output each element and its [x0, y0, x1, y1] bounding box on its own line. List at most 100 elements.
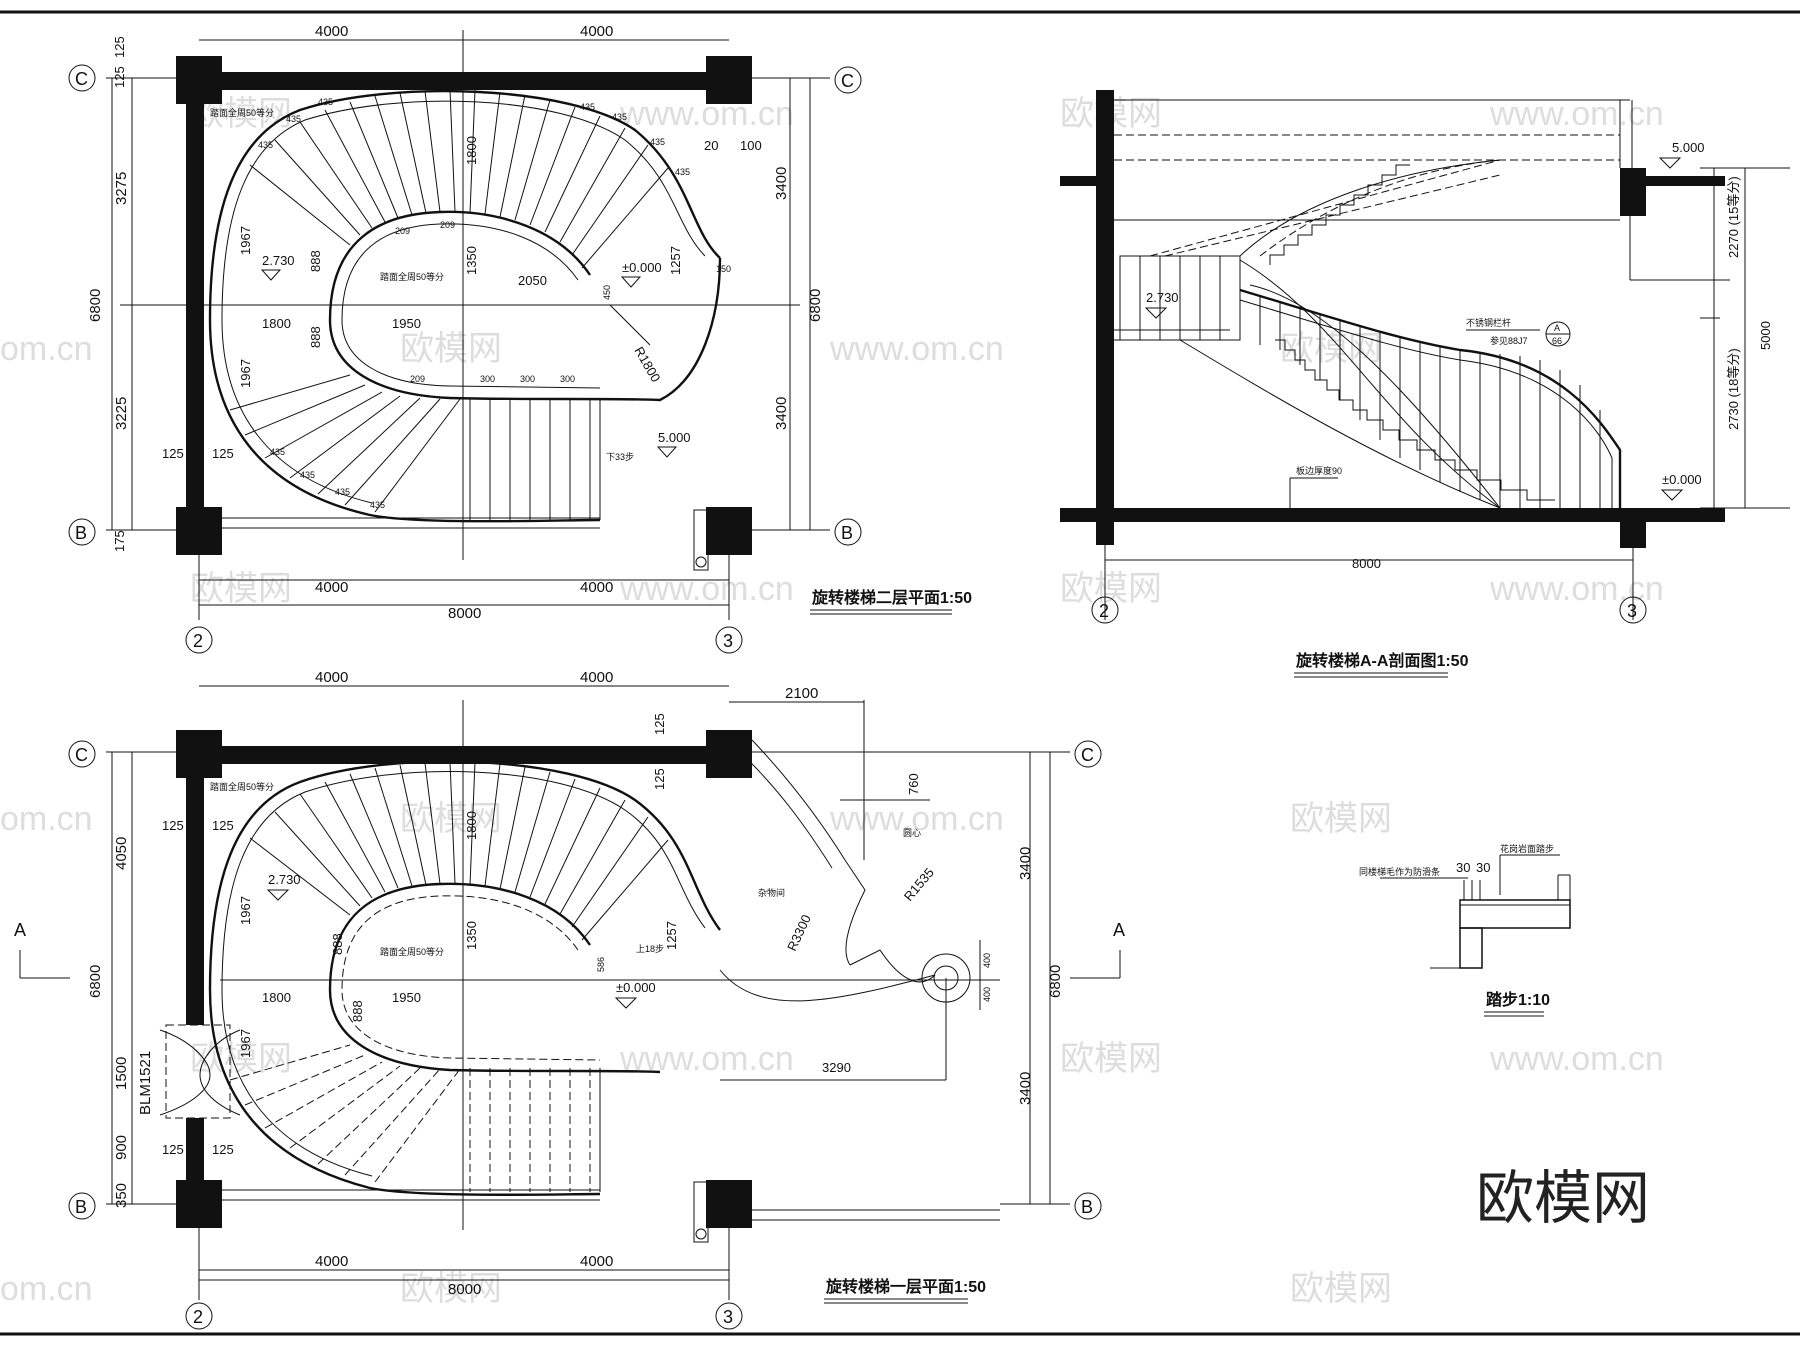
- straight-treads: [469, 398, 601, 520]
- grid-label-2: 2: [193, 1307, 203, 1327]
- grid-label-3: 3: [1627, 601, 1637, 621]
- grid-label-b: B: [75, 1197, 87, 1217]
- dim-text: 888: [330, 933, 345, 955]
- ghost-mark: om.cn: [0, 1270, 93, 1308]
- ghost-mark: www.om.cn: [619, 570, 794, 608]
- tread-label: 300: [560, 374, 575, 384]
- dim-text: 8000: [1352, 556, 1381, 571]
- straight-treads: [469, 1068, 601, 1192]
- section-left-wall: [1096, 90, 1114, 545]
- column-b2: [176, 507, 222, 555]
- dim-text: 6800: [87, 965, 104, 998]
- spiral-treads: [229, 89, 669, 513]
- dim-text: 4000: [315, 23, 348, 40]
- dim-text: 4050: [113, 837, 130, 870]
- dim-text: 30: [1456, 860, 1470, 875]
- section-mark-a: A: [1113, 920, 1125, 940]
- grid-label-2: 2: [1099, 601, 1109, 621]
- grid-label-b: B: [841, 523, 853, 543]
- section-right-column-bottom: [1620, 508, 1646, 548]
- tread-label: 435: [612, 112, 627, 122]
- note-inner-division: 踏面全周50等分: [380, 271, 444, 282]
- note-circle-center: 圆心: [903, 828, 921, 838]
- dim-text: 125: [212, 1142, 234, 1157]
- dim-text: 2050: [518, 273, 547, 288]
- ghost-mark: om.cn: [0, 330, 93, 368]
- tread-label: 435: [650, 137, 665, 147]
- grid-label-3: 3: [723, 1307, 733, 1327]
- dim-text: 8000: [448, 1281, 481, 1298]
- lower-flight-steps: [1275, 339, 1555, 501]
- dim-text: 125: [112, 36, 127, 58]
- dim-text: 20: [704, 138, 718, 153]
- dim-text: 1800: [262, 316, 291, 331]
- dim-text: 4000: [580, 579, 613, 596]
- wall-left: [186, 80, 204, 535]
- ghost-mark: 欧模网: [1060, 1040, 1162, 1078]
- ghost-mark: www.om.cn: [1489, 1040, 1664, 1078]
- note-outer-division: 踏面全周50等分: [210, 781, 274, 792]
- ghost-mark: 欧模网: [400, 1270, 502, 1308]
- dim-text: 1800: [262, 990, 291, 1005]
- column-b2: [176, 1180, 222, 1228]
- dim-text: 4000: [315, 1253, 348, 1270]
- note-up-steps: 上18步: [636, 944, 664, 954]
- grid-label-3: 3: [723, 631, 733, 651]
- dim-text: 30: [1476, 860, 1490, 875]
- dim-text: 450: [602, 285, 612, 300]
- level-upper: 2.730: [262, 253, 295, 268]
- column-c2: [176, 730, 222, 778]
- tread-label: 435: [580, 102, 595, 112]
- dim-text: 1257: [668, 246, 683, 275]
- tread-label: 435: [675, 167, 690, 177]
- section-note-rail: 不锈钢栏杆: [1466, 317, 1511, 328]
- note-down-steps: 下33步: [606, 452, 634, 462]
- dim-text: 6800: [807, 289, 824, 322]
- dim-text: 1500: [113, 1057, 130, 1090]
- dim-text: 4000: [315, 579, 348, 596]
- note-outer-division: 踏面全周50等分: [210, 107, 274, 118]
- dim-text: 6800: [1047, 965, 1064, 998]
- dim-text: 4000: [580, 1253, 613, 1270]
- dim-text: 350: [113, 1183, 130, 1208]
- ghost-mark: om.cn: [0, 800, 93, 838]
- dim-text: 1800: [464, 136, 479, 165]
- grid-label-c: C: [1081, 745, 1094, 765]
- dim-text: 3400: [773, 397, 790, 430]
- tread-label: 300: [520, 374, 535, 384]
- dim-text: 125: [162, 446, 184, 461]
- grid-label-c: C: [841, 71, 854, 91]
- outer-railing: [208, 760, 721, 1196]
- section-upper-slab: [1060, 176, 1100, 186]
- grid-label-2: 2: [193, 631, 203, 651]
- wall-left-upper: [186, 760, 204, 1025]
- tread-label: 435: [300, 470, 315, 480]
- dim-text: 888: [308, 326, 323, 348]
- dim-text: 1967: [238, 896, 253, 925]
- grid-label-c: C: [75, 69, 88, 89]
- tread-label: 435: [270, 447, 285, 457]
- grid-label-c: C: [75, 745, 88, 765]
- door-label: BLM1521: [137, 1051, 154, 1115]
- inner-railing: [328, 210, 722, 402]
- dim-text: 888: [308, 250, 323, 272]
- ghost-mark: 欧模网: [1280, 330, 1382, 368]
- level-zero: ±0.000: [616, 980, 656, 995]
- tread-label: 435: [335, 487, 350, 497]
- section-right-column: [1620, 168, 1646, 216]
- outer-railing: [208, 89, 721, 523]
- dim-text: 4000: [315, 669, 348, 686]
- note-storage: 杂物间: [758, 887, 785, 898]
- dim-text: 900: [113, 1135, 130, 1160]
- dim-text: 5000: [1758, 321, 1773, 350]
- dim-text: 3400: [1017, 847, 1034, 880]
- level-upper: 2.730: [268, 872, 301, 887]
- detail-title: 踏步1:10: [1486, 990, 1550, 1009]
- dim-text: R3300: [784, 912, 814, 953]
- section-a-a: 2270 (15等分) 5000 2730 (18等分) 8000 5.000 …: [1060, 90, 1790, 678]
- column-c3: [706, 730, 752, 778]
- step-detail: 同楼梯毛作为防滑条 花岗岩面踏步 30 30 踏步1:10: [1359, 843, 1571, 1017]
- inner-railing: [328, 882, 661, 1074]
- dim-text: 1967: [238, 226, 253, 255]
- dim-text: 125: [212, 818, 234, 833]
